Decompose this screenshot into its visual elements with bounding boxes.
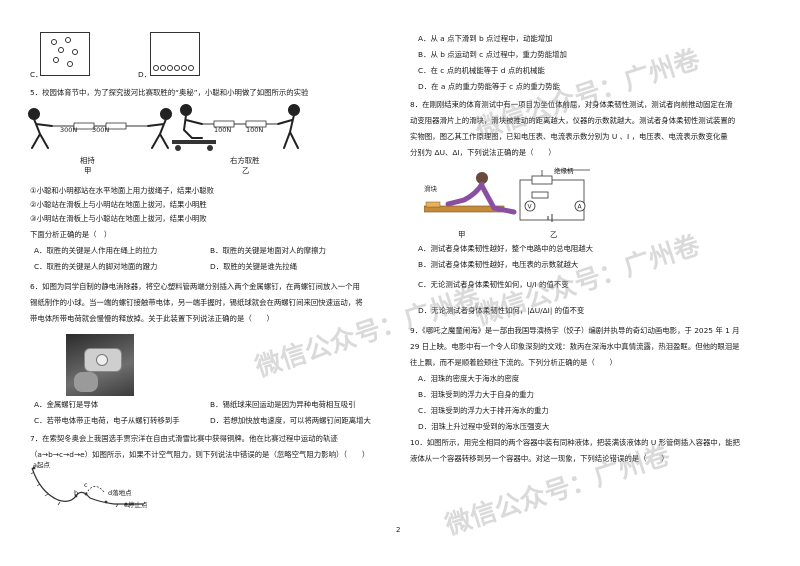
q8-line: 8．在刚刚结束的体育测试中有一项目为坐位体前屈，对身体柔韧性测试，测试者向前推动…	[410, 100, 733, 109]
q6-option-d: D．若想加快放电速度，可以将两螺钉间距离增大	[210, 416, 371, 425]
fig-jia-caption2: 甲	[84, 166, 92, 175]
fig-yi-caption1: 右方取胜	[230, 156, 260, 165]
q5-option-c: C．取胜的关键是人的脚对地面的蹬力	[34, 262, 158, 271]
hand	[74, 372, 98, 392]
tug-of-war-figure-jia	[28, 108, 172, 149]
q7-option-a: A．从 a 点下滑到 b 点过程中，动能增加	[418, 34, 553, 43]
tester-circuit-figure-yi: V A	[519, 169, 590, 222]
q9-line: 29 日上映。电影中有一个令人印象深刻的文戏：敖丙在深海水中真情流露，热泪盈眶。…	[410, 342, 740, 351]
q8-line: 实物图，图乙其工作原理图，已知电压表、电流表示数分别为 U 、I ，电压表、电流…	[410, 132, 728, 141]
q9-option-a: A．泪珠的密度大于海水的密度	[418, 374, 520, 383]
point-d-label: d落地点	[108, 489, 132, 497]
q6-option-b: B．锡纸球来回运动是因为异种电荷相互吸引	[210, 400, 356, 409]
fig-yi-caption: 乙	[550, 230, 558, 239]
q8-line: 分别为 ΔU、ΔI，下列说法正确的是（ ）	[410, 148, 556, 157]
ski-trajectory-figure	[30, 466, 144, 508]
q5-question: 下面分析正确的是（ ）	[30, 230, 112, 239]
svg-text:A: A	[578, 204, 583, 211]
q7-option-c: C．在 c 点的机械能等于 d 点的机械能	[418, 66, 545, 75]
option-d-label: D．	[138, 70, 152, 79]
foil-ball	[96, 354, 108, 366]
q10-line: 10．如图所示，用完全相同的两个容器中装有同种液体，把装满该液体的 U 形管倒插…	[410, 438, 740, 447]
q7-line: （a→b→c→d→e）如图所示，如果不计空气阻力，则下列说法中错误的是（忽略空气…	[30, 450, 370, 459]
particle	[58, 47, 64, 53]
slider-label: 滑块	[424, 185, 437, 193]
plastic-tube	[84, 348, 122, 372]
q9-option-b: B．泪珠受到的浮力大于自身的重力	[418, 390, 534, 399]
q8-option-b: B．测试者身体柔韧性越好，电压表的示数就越大	[418, 260, 579, 269]
option-c-label: C．	[30, 70, 43, 79]
left-column: C． D． 5．校园体育节中，为了探究拔河比赛取胜的“奥秘”，小聪和小明做了如图…	[0, 0, 392, 566]
q7-line: 7．在索契冬奥会上我国选手贾宗洋在自由式滑雪比赛中获得铜牌。他在比赛过程中运动的…	[30, 434, 338, 443]
q5-option-a: A．取胜的关键是人作用在绳上的拉力	[34, 246, 158, 255]
q7-option-d: D．在 a 点的重力势能等于 c 点的重力势能	[418, 82, 560, 91]
particle	[67, 61, 73, 67]
force-label-2: 300N	[92, 126, 110, 134]
q5-item: ①小聪和小明都站在水平地面上用力拔绳子，结果小聪败	[30, 186, 215, 195]
particle	[53, 57, 59, 63]
point-a-label: a起点	[33, 461, 50, 469]
fig-jia-caption: 甲	[458, 230, 466, 239]
flexibility-tester-figure-jia	[424, 172, 517, 215]
page-number: 2	[396, 526, 401, 534]
q9-line: 往上飘，而不是顺着脸颊往下流的。下列分析正确的是（ ）	[410, 358, 617, 367]
q7-option-b: B．从 b 点运动到 c 点过程中，重力势能增加	[418, 50, 567, 59]
particle	[51, 39, 57, 45]
tug-of-war-figure-yi	[172, 104, 300, 151]
q6-option-c: C．若带电体带正电荷，电子从螺钉转移到手	[34, 416, 180, 425]
point-c-label: c	[84, 481, 88, 489]
particle	[72, 49, 78, 55]
point-b-label: b	[74, 489, 79, 497]
right-column: A．从 a 点下滑到 b 点过程中，动能增加 B．从 b 点运动到 c 点过程中…	[410, 0, 800, 566]
force-label-1: 300N	[60, 126, 78, 134]
q6-line: 带电体所带电荷就会慢慢的释放掉。关于此装置下列说法正确的是（ ）	[30, 314, 274, 323]
option-c-figure	[40, 32, 90, 76]
q8-line: 动变阻器滑片上的滑块，滑块被推动的距离越大，仪器的示数就越大。测试者身体柔韧性测…	[410, 116, 736, 125]
q5-item: ③小明站在滑板上与小聪站在地面上拔河，结果小明败	[30, 214, 207, 223]
particle-row	[153, 65, 197, 71]
q6-option-a: A．金属螺钉是导体	[34, 400, 99, 409]
q8-option-c: C．无论测试者身体柔韧性如何，U/I 的值不变	[418, 280, 569, 289]
q9-line: 9．《哪吒之魔童闹海》是一部由我国导演杨宇（饺子）编剧并执导的奇幻动画电影，于 …	[410, 326, 740, 335]
point-e-label: e停止点	[124, 501, 148, 509]
q9-option-d: D．泪珠上升过程中受到的海水压强变大	[418, 422, 550, 431]
q5-option-d: D．取胜的关键是谁先拉绳	[210, 262, 297, 271]
q5-stem: 5．校园体育节中，为了探究拔河比赛取胜的“奥秘”，小聪和小明做了如图所示的实验	[30, 88, 309, 97]
option-d-figure	[150, 32, 200, 76]
fig-jia-caption1: 相持	[80, 156, 95, 165]
q9-option-c: C．泪珠受到的浮力大于排开海水的重力	[418, 406, 549, 415]
q8-option-d: D．无论测试者身体柔韧性如何，|ΔU/ΔI| 的值不变	[418, 306, 585, 315]
force-label-2: 100N	[246, 126, 264, 134]
svg-text:V: V	[528, 204, 533, 211]
q8-option-a: A．测试者身体柔韧性越好，整个电路中的总电阻越大	[418, 244, 594, 253]
q6-line: 锡纸制作的小球。当一端的螺钉接触带电体，另一端手握时，锡纸球就会在两螺钉间来回快…	[30, 298, 363, 307]
force-label-1: 100N	[214, 126, 232, 134]
particle	[65, 37, 71, 43]
insulated-handle-label: 绝缘柄	[554, 167, 574, 175]
q6-line: 6．如图为同学自制的静电消除器，将空心塑料管两端分别插入两个金属螺钉，在两螺钉间…	[30, 282, 360, 291]
fig-yi-caption2: 乙	[242, 166, 250, 175]
q10-line: 液体从一个容器转移到另一个容器中。对这一现象，下列结论错误的是（ ）	[410, 454, 669, 463]
q5-item: ②小聪站在滑板上与小明站在地面上拔河，结果小明胜	[30, 200, 207, 209]
static-eliminator-photo	[66, 334, 134, 396]
q5-option-b: B．取胜的关键是地面对人的摩擦力	[210, 246, 326, 255]
